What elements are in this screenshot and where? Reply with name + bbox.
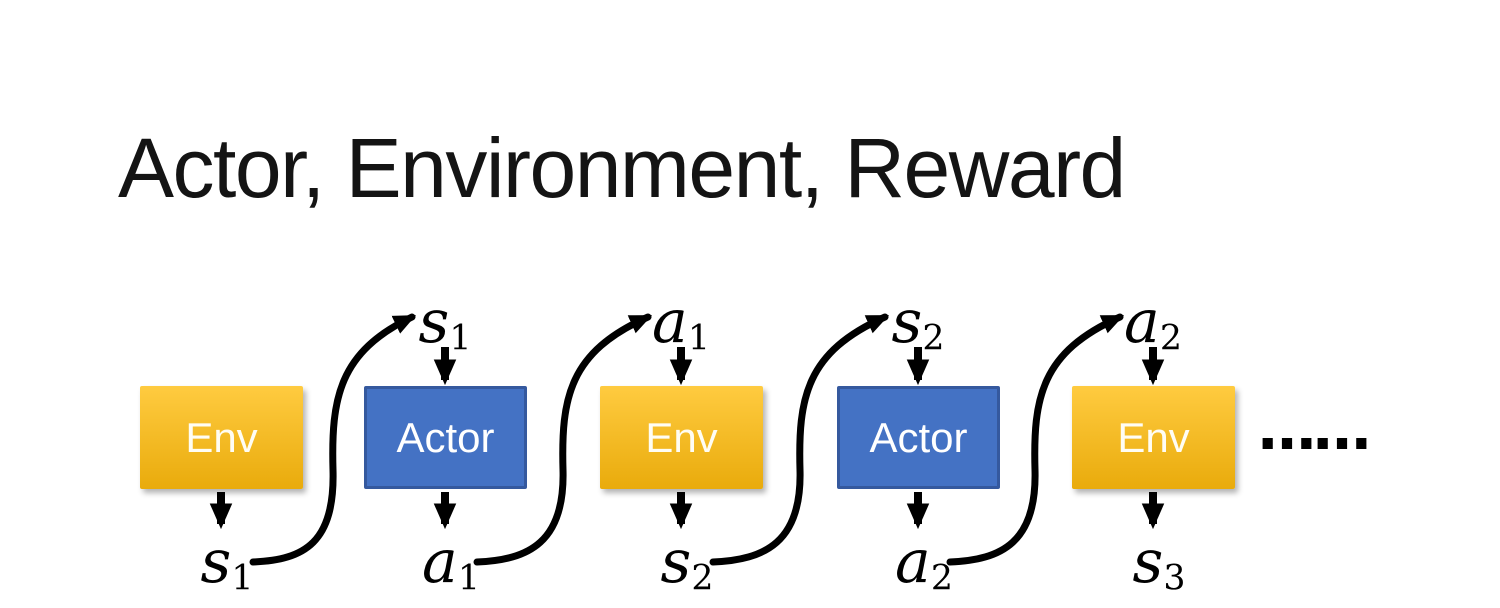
env-box-2-label: Env xyxy=(645,413,718,461)
bottom-label-s3: s3 xyxy=(1132,527,1186,599)
top-label-a1: a1 xyxy=(652,287,710,359)
bottom-label-s2: s2 xyxy=(660,527,714,599)
env-box-3: Env xyxy=(1072,386,1235,489)
env-box-2: Env xyxy=(600,386,763,489)
actor-box-2: Actor xyxy=(837,386,1000,489)
top-label-s1: s1 xyxy=(418,287,472,359)
bottom-label-s1: s1 xyxy=(200,527,254,599)
env-box-1-label: Env xyxy=(185,413,258,461)
bottom-label-a2: a2 xyxy=(895,527,953,599)
slide-title: Actor, Environment, Reward xyxy=(118,121,1126,215)
env-box-3-label: Env xyxy=(1117,413,1190,461)
actor-box-2-label: Actor xyxy=(869,413,968,461)
continuation-ellipsis: …… xyxy=(1258,395,1371,463)
actor-box-1-label: Actor xyxy=(396,413,495,461)
top-label-s2: s2 xyxy=(891,287,945,359)
top-label-a2: a2 xyxy=(1124,287,1182,359)
env-box-1: Env xyxy=(140,386,303,489)
bottom-label-a1: a1 xyxy=(422,527,480,599)
actor-box-1: Actor xyxy=(364,386,527,489)
